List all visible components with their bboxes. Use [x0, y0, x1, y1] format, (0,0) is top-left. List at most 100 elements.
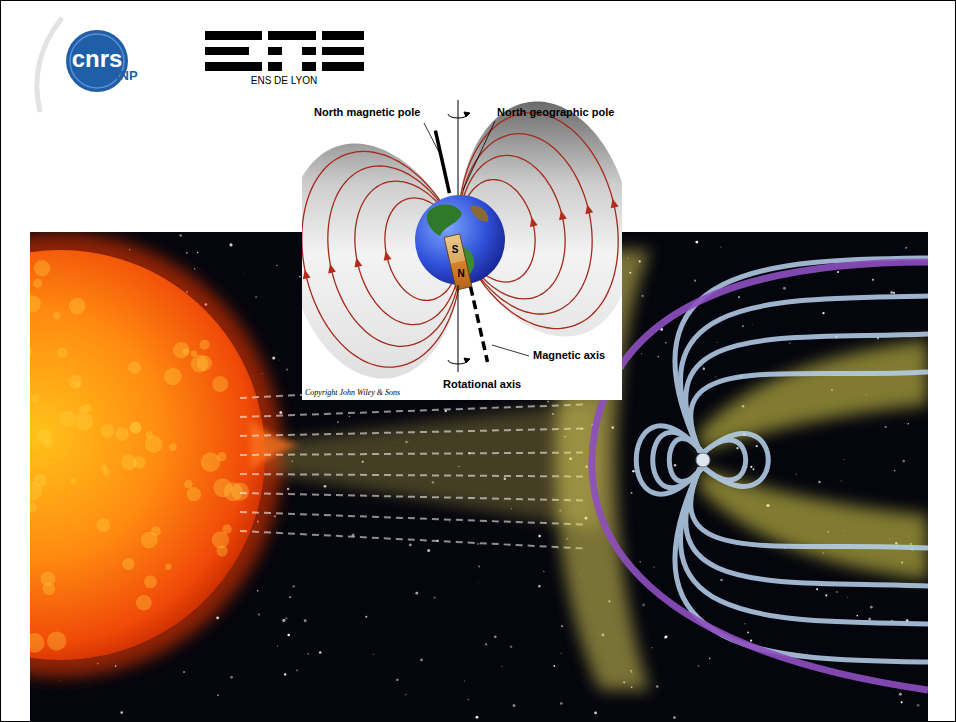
sun [201, 452, 221, 472]
stars [501, 666, 502, 667]
sun [217, 545, 228, 556]
stars [753, 468, 755, 470]
sun [69, 298, 86, 315]
stars [230, 676, 233, 679]
stars [703, 368, 705, 370]
sun [145, 435, 163, 453]
solar-wind [240, 381, 585, 549]
dipole-inset [288, 100, 632, 400]
stars [818, 481, 821, 484]
stars [674, 464, 677, 467]
earth [427, 205, 462, 236]
sun [70, 477, 77, 484]
sun [200, 340, 210, 350]
sun [31, 394, 39, 402]
leader-line [424, 123, 443, 160]
sun [30, 633, 44, 653]
stars [709, 658, 711, 660]
stars [197, 252, 198, 253]
bar-magnet [444, 234, 472, 290]
stars [868, 618, 871, 621]
stars [278, 359, 279, 360]
stars [289, 596, 291, 598]
sun [47, 631, 66, 650]
sun [115, 427, 129, 441]
dipole-inset [302, 269, 311, 280]
magnetosphere [680, 296, 928, 452]
stars [543, 571, 544, 572]
dipole-inset [352, 257, 362, 268]
rotational-axis [448, 100, 470, 372]
pole-label: North geographic pole [497, 106, 614, 119]
solar-glow [250, 400, 600, 530]
magnet-pole-letter: N [457, 268, 464, 280]
stars [836, 591, 838, 593]
stars [194, 268, 195, 269]
copyright-note: Copyright John Wiley & Sons [305, 388, 400, 397]
sun [231, 483, 249, 501]
sun [30, 347, 32, 357]
ens-logo [205, 31, 262, 40]
ens-logo [268, 62, 282, 71]
stars [695, 241, 698, 244]
axis-label: Rotational axis [443, 378, 521, 391]
magnetic-axis [435, 131, 487, 362]
stars [665, 342, 666, 343]
stars [630, 492, 632, 494]
stars [274, 515, 276, 517]
dipole-inset [302, 102, 622, 379]
sun [122, 558, 134, 570]
sun [101, 464, 108, 471]
stars [639, 433, 641, 435]
cnrs-logo [70, 34, 124, 88]
stars [60, 680, 62, 682]
dipole-inset [302, 102, 622, 379]
stars [396, 679, 398, 681]
stars [640, 353, 642, 355]
sun [187, 487, 201, 501]
stars [464, 680, 466, 682]
dipole-inset [302, 113, 618, 367]
stars [720, 579, 722, 581]
stars [257, 590, 259, 592]
stars [656, 685, 659, 688]
sun [68, 375, 82, 389]
ens-logo [322, 31, 364, 40]
stars [337, 421, 339, 423]
pole-label: North magnetic pole [314, 106, 420, 119]
logo-text: cnrs [72, 45, 123, 73]
sun [37, 429, 52, 444]
stars [324, 485, 327, 488]
stars [272, 356, 275, 359]
stars [899, 693, 902, 696]
stars [560, 653, 562, 655]
sun [217, 452, 226, 461]
stars [279, 411, 282, 414]
stars [299, 276, 301, 278]
stars [742, 325, 744, 327]
sun [212, 376, 228, 392]
magnetosphere [686, 334, 928, 452]
stars [372, 653, 374, 655]
sun [30, 503, 37, 513]
magnetosphere [691, 372, 928, 452]
stars [285, 617, 287, 619]
stars [652, 647, 653, 648]
solar-wind [240, 474, 585, 477]
dipole-inset [557, 210, 567, 221]
stars [319, 651, 322, 654]
stars [893, 292, 895, 294]
stars [409, 543, 412, 546]
stars [287, 634, 290, 637]
stars [694, 280, 696, 282]
sun [130, 422, 142, 434]
stars [890, 291, 892, 293]
stars [258, 613, 261, 616]
stars [901, 701, 903, 703]
rotational-axis [464, 112, 470, 117]
sun [57, 347, 68, 358]
stars [917, 704, 920, 707]
sun [30, 295, 41, 312]
stars [756, 445, 758, 447]
